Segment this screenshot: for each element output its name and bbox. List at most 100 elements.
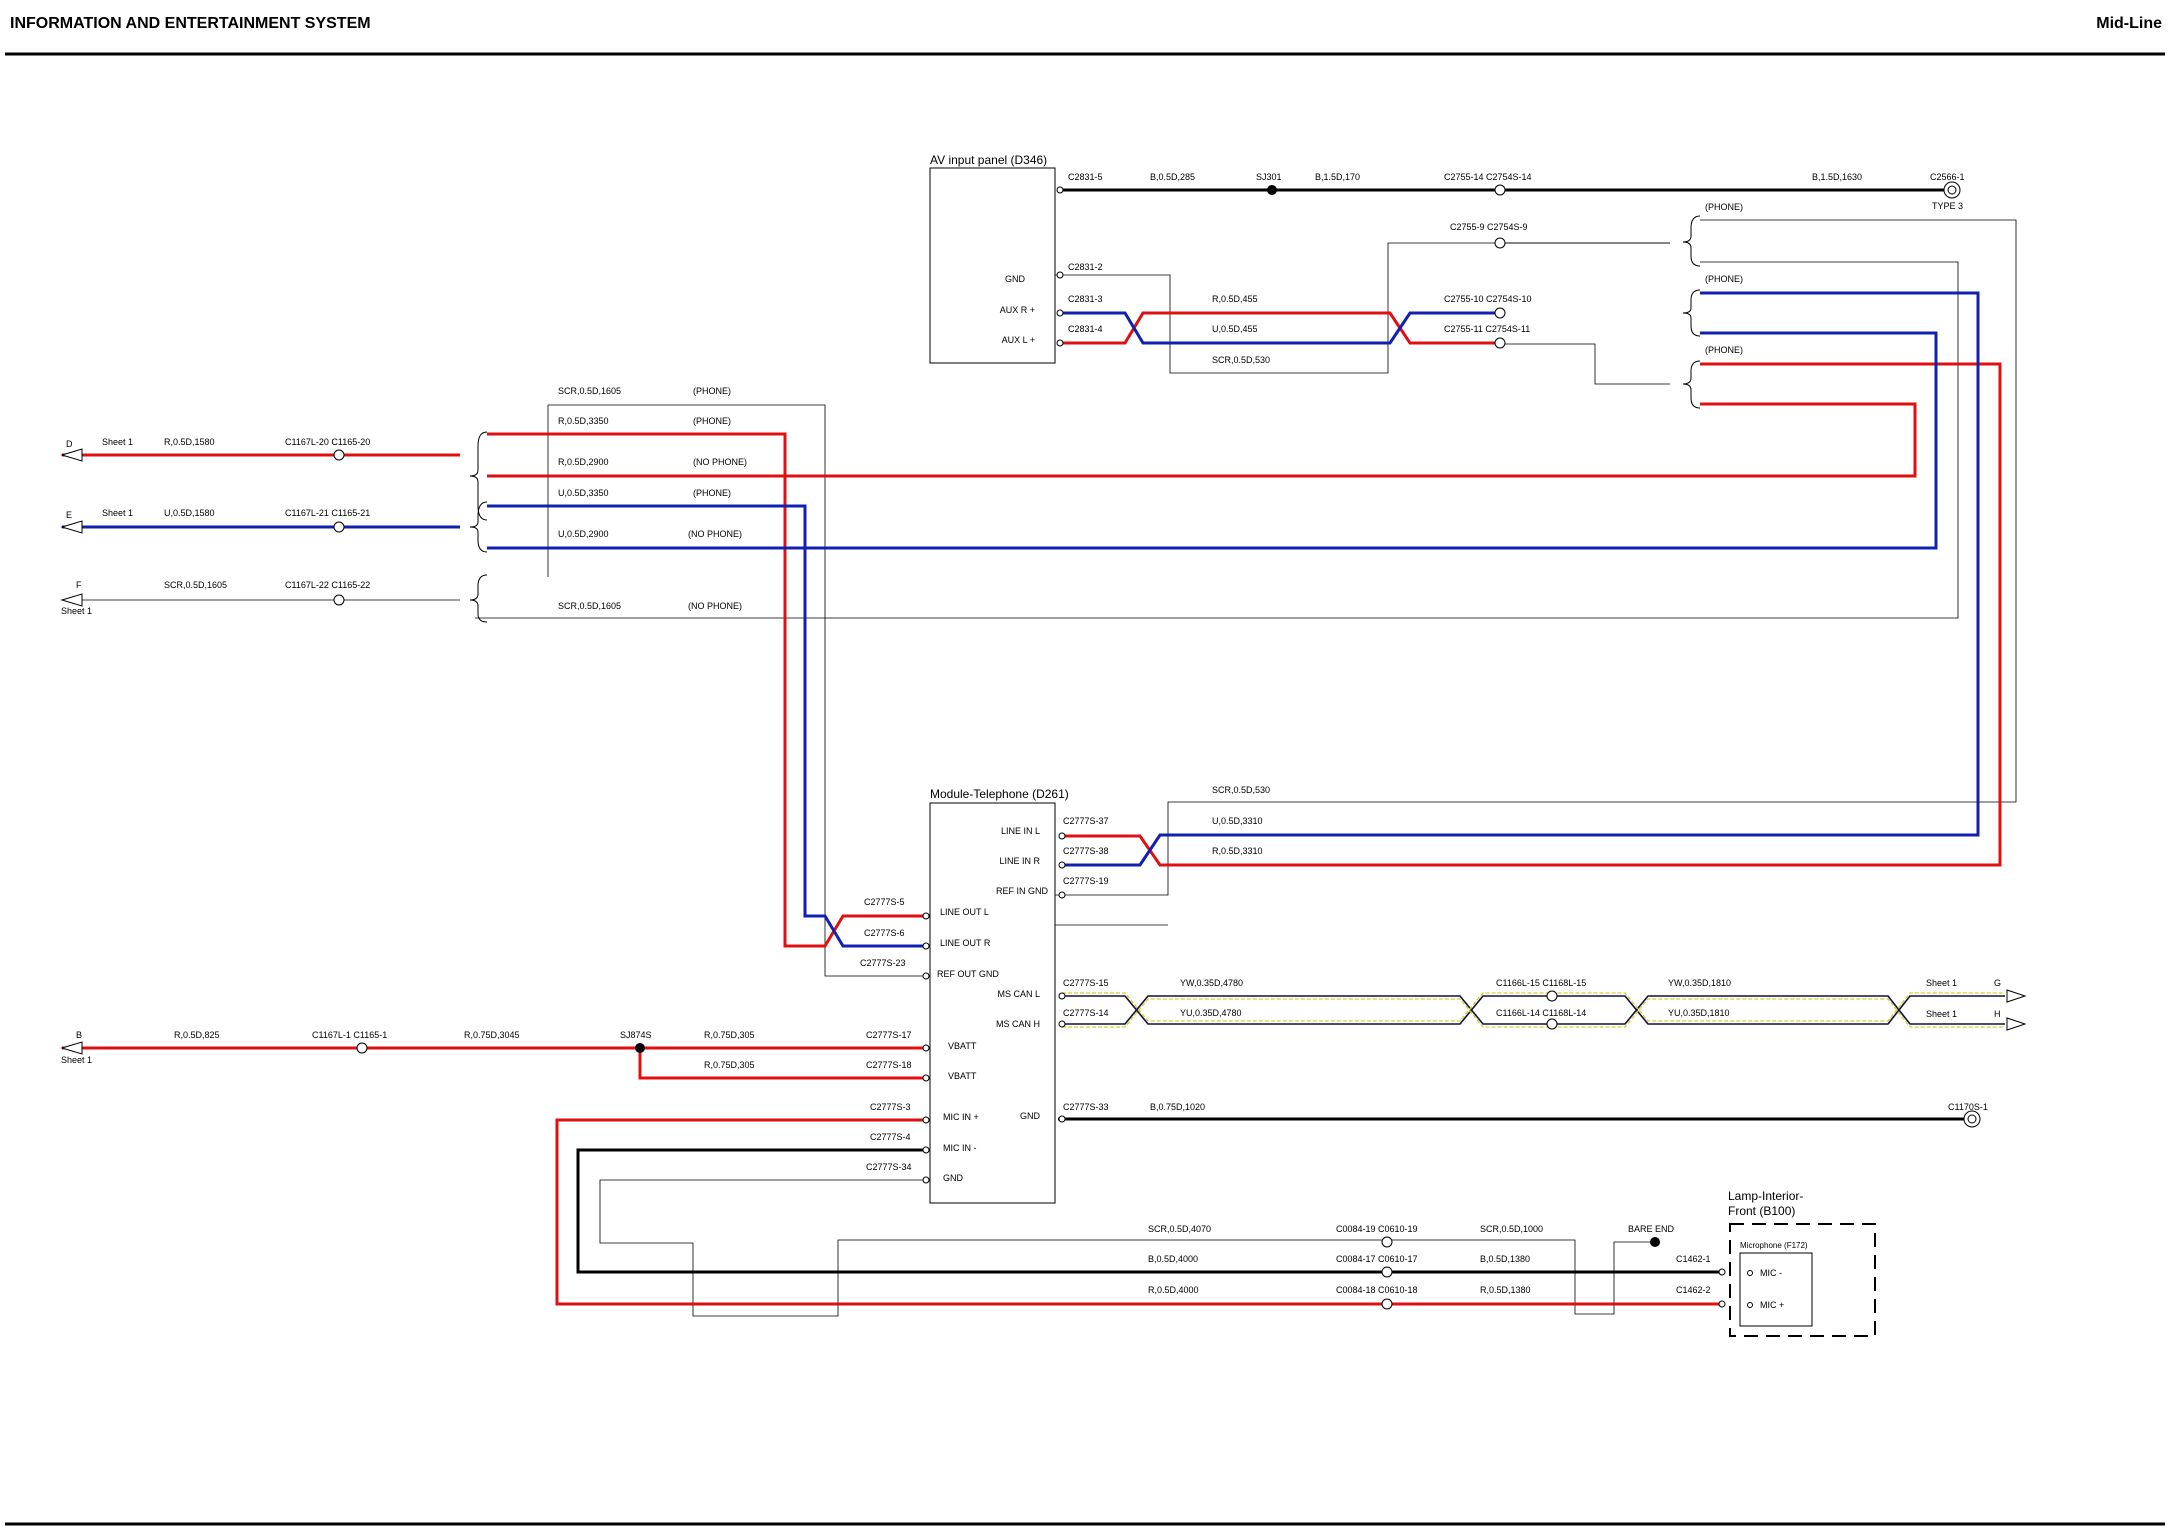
note-phone-right-2: (PHONE): [1705, 274, 1743, 284]
offsheet-e: E: [66, 510, 72, 520]
connector-symbols: [60, 181, 2027, 1310]
wire-yw-4780: YW,0.35D,4780: [1180, 978, 1243, 988]
c2777-5-label: C2777S-5: [864, 897, 905, 907]
offsheet-h-sheet: Sheet 1: [1926, 1009, 1957, 1019]
c0084-19-label: C0084-19 C0610-19: [1336, 1224, 1418, 1234]
wire-b05-4000: B,0.5D,4000: [1148, 1254, 1198, 1264]
av-pin-aux-r: AUX R +: [1000, 305, 1035, 315]
wire-scr05-1605-phone: SCR,0.5D,1605: [558, 386, 621, 396]
tel-pin-gnd-left: GND: [943, 1173, 964, 1183]
wire-r075-3045: R,0.75D,3045: [464, 1030, 520, 1040]
c2777-4-label: C2777S-4: [870, 1132, 911, 1142]
offsheet-h: H: [1994, 1009, 2001, 1019]
offsheet-b-sheet: Sheet 1: [61, 1055, 92, 1065]
wire-scr05-1605-f: SCR,0.5D,1605: [164, 580, 227, 590]
c0084-17-label: C0084-17 C0610-17: [1336, 1254, 1418, 1264]
c2777-19-label: C2777S-19: [1063, 876, 1109, 886]
wire-yu-1810: YU,0.35D,1810: [1668, 1008, 1730, 1018]
wire-scr05-530-top: SCR,0.5D,530: [1212, 355, 1270, 365]
sj874s-label: SJ874S: [620, 1030, 652, 1040]
note-phone-right-3: (PHONE): [1705, 345, 1743, 355]
wire-r05-455: R,0.5D,455: [1212, 294, 1258, 304]
offsheet-f: F: [76, 580, 82, 590]
c2566-label: C2566-1: [1930, 172, 1965, 182]
wire-b075-1020: B,0.75D,1020: [1150, 1102, 1205, 1112]
tel-pin-gnd-right: GND: [1020, 1111, 1041, 1121]
c1167-1-label: C1167L-1 C1165-1: [312, 1030, 387, 1040]
wire-scr05-1000: SCR,0.5D,1000: [1480, 1224, 1543, 1234]
av-pin-gnd: GND: [1005, 274, 1026, 284]
option-braces: [469, 215, 1701, 623]
offsheet-g: G: [1994, 978, 2001, 988]
note-phone-3: (PHONE): [693, 488, 731, 498]
c1462-1-label: C1462-1: [1676, 1254, 1711, 1264]
offsheet-b: B: [76, 1030, 82, 1040]
wire-yw-1810: YW,0.35D,1810: [1668, 978, 1731, 988]
c2755-14-label: C2755-14 C2754S-14: [1444, 172, 1532, 182]
note-phone-right-1: (PHONE): [1705, 202, 1743, 212]
wire-scr05-4070: SCR,0.5D,4070: [1148, 1224, 1211, 1234]
note-nophone-2: (NO PHONE): [688, 529, 742, 539]
lamp-interior-front: [1729, 1223, 1876, 1337]
tel-pin-ms-can-l: MS CAN L: [997, 989, 1040, 999]
c0084-18-label: C0084-18 C0610-18: [1336, 1285, 1418, 1295]
wire-r075-305-b: R,0.75D,305: [704, 1060, 755, 1070]
wire-b15-1630: B,1.5D,1630: [1812, 172, 1862, 182]
c1170-label: C1170S-1: [1948, 1102, 1988, 1112]
c2755-11-label: C2755-11 C2754S-11: [1444, 324, 1530, 334]
wire-u05-1580: U,0.5D,1580: [164, 508, 215, 518]
blue-wires: [62, 291, 1980, 948]
note-nophone-3: (NO PHONE): [688, 601, 742, 611]
tel-pin-line-in-l: LINE IN L: [1001, 826, 1040, 836]
mic-pin-minus-terminal: [1747, 1270, 1753, 1276]
av-input-panel: [929, 167, 1056, 364]
c2777-15-label: C2777S-15: [1063, 978, 1109, 988]
wire-r05-1580: R,0.5D,1580: [164, 437, 215, 447]
wire-u05-455: U,0.5D,455: [1212, 324, 1258, 334]
wire-u05-2900: U,0.5D,2900: [558, 529, 609, 539]
wire-r05-1380: R,0.5D,1380: [1480, 1285, 1531, 1295]
c1167-21-label: C1167L-21 C1165-21: [285, 508, 370, 518]
bare-end-label: BARE END: [1628, 1224, 1675, 1234]
av-pin-aux-l: AUX L +: [1002, 335, 1035, 345]
wire-yu-4780: YU,0.35D,4780: [1180, 1008, 1242, 1018]
c2777-37-label: C2777S-37: [1063, 816, 1109, 826]
c2831-3-label: C2831-3: [1068, 294, 1103, 304]
mic-pin-plus-terminal: [1747, 1302, 1753, 1308]
page-title: INFORMATION AND ENTERTAINMENT SYSTEM: [10, 15, 371, 32]
wire-b15-170: B,1.5D,170: [1315, 172, 1360, 182]
note-phone-1: (PHONE): [693, 386, 731, 396]
red-wires: [62, 311, 2002, 1306]
c2777-6-label: C2777S-6: [864, 928, 905, 938]
c1166-14-label: C1166L-14 C1168L-14: [1496, 1008, 1586, 1018]
c1166-15-label: C1166L-15 C1168L-15: [1496, 978, 1586, 988]
offsheet-d-sheet: Sheet 1: [102, 437, 133, 447]
wire-u05-3350: U,0.5D,3350: [558, 488, 609, 498]
wire-u05-3310: U,0.5D,3310: [1212, 816, 1263, 826]
tel-pin-ref-out-gnd: REF OUT GND: [937, 969, 999, 979]
c2831-2-label: C2831-2: [1068, 262, 1103, 272]
variant-label: Mid-Line: [2096, 15, 2162, 32]
wire-labels: B,0.5D,285 B,1.5D,170 B,1.5D,1630 R,0.5D…: [164, 172, 1862, 1295]
c2777-3-label: C2777S-3: [870, 1102, 911, 1112]
offsheet-g-sheet: Sheet 1: [1926, 978, 1957, 988]
tel-pin-vbatt-2: VBATT: [948, 1071, 977, 1081]
offsheet-f-sheet: Sheet 1: [61, 606, 92, 616]
mic-pin-plus: MIC +: [1760, 1300, 1784, 1310]
tel-pin-mic-in-plus: MIC IN +: [943, 1112, 979, 1122]
lamp-title-1: Lamp-Interior-: [1728, 1189, 1803, 1203]
tel-pin-vbatt-1: VBATT: [948, 1041, 977, 1051]
c2777-34-label: C2777S-34: [866, 1162, 912, 1172]
connector-labels: C2831-5 C2831-2 C2831-3 C2831-4 SJ301 C2…: [285, 172, 1988, 1295]
wire-r05-3350: R,0.5D,3350: [558, 416, 609, 426]
c2777-33-label: C2777S-33: [1063, 1102, 1109, 1112]
wire-r05-825: R,0.5D,825: [174, 1030, 220, 1040]
wire-scr05-1605-nophone: SCR,0.5D,1605: [558, 601, 621, 611]
wire-b05-285: B,0.5D,285: [1150, 172, 1195, 182]
telephone-title: Module-Telephone (D261): [930, 787, 1069, 801]
c2777-38-label: C2777S-38: [1063, 846, 1109, 856]
option-notes: (PHONE) (PHONE) (NO PHONE) (PHONE) (NO P…: [688, 202, 1743, 611]
note-nophone-1: (NO PHONE): [693, 457, 747, 467]
c2777-23-label: C2777S-23: [860, 958, 906, 968]
